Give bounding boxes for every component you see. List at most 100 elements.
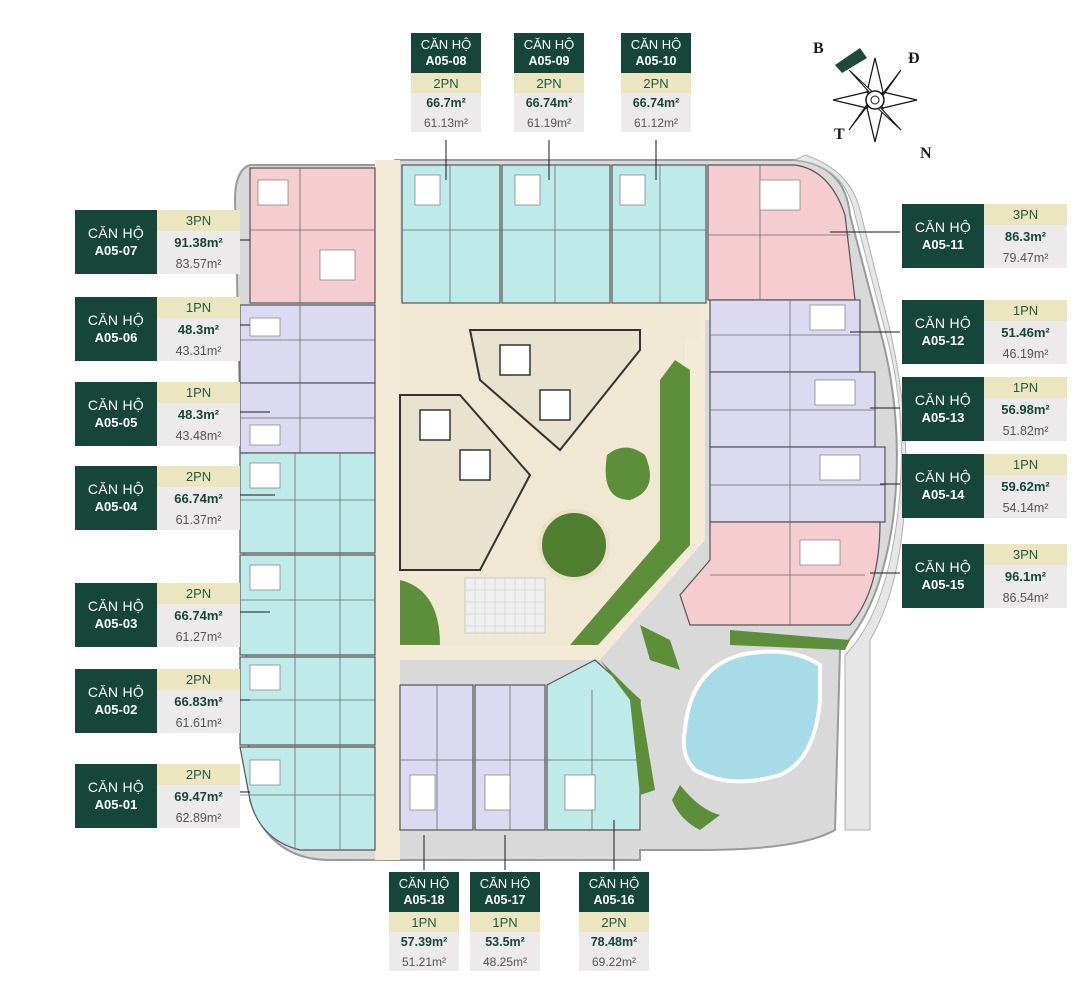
unit-label-gross-area: 57.39m²	[389, 932, 459, 952]
unit-label-gross-area: 66.7m²	[411, 93, 481, 113]
unit-label-type: 3PN	[984, 204, 1067, 225]
unit-label-A05-09: CĂN HỘ A05-09 2PN 66.74m² 61.19m²	[514, 33, 584, 132]
unit-label-net-area: 79.47m²	[984, 247, 1067, 268]
unit-label-title: CĂN HỘ	[87, 397, 145, 413]
unit-label-net-area: 46.19m²	[984, 343, 1067, 364]
unit-A05-15	[679, 521, 881, 626]
unit-label-gross-area: 53.5m²	[470, 932, 540, 952]
unit-label-net-area: 83.57m²	[157, 253, 240, 274]
compass-north-label: B	[813, 40, 824, 57]
unit-label-code: A05-06	[94, 330, 138, 345]
compass-south-label: N	[920, 145, 932, 162]
building-core	[399, 329, 641, 571]
unit-label-code: A05-02	[94, 702, 138, 717]
unit-label-type: 2PN	[157, 466, 240, 487]
unit-label-title: CĂN HỘ	[479, 876, 531, 891]
unit-label-gross-area: 59.62m²	[984, 475, 1067, 497]
unit-label-code: A05-11	[922, 237, 964, 252]
unit-label-gross-area: 48.3m²	[157, 403, 240, 425]
unit-label-net-area: 43.31m²	[157, 340, 240, 361]
unit-label-title: CĂN HỘ	[398, 876, 450, 891]
unit-label-title: CĂN HỘ	[914, 219, 972, 235]
unit-label-code: A05-07	[94, 243, 138, 258]
unit-label-type: 1PN	[984, 377, 1067, 398]
unit-label-net-area: 61.19m²	[514, 113, 584, 132]
unit-label-net-area: 69.22m²	[579, 952, 649, 971]
unit-label-code: A05-15	[921, 577, 965, 592]
unit-label-code: A05-14	[921, 487, 965, 502]
unit-label-gross-area: 96.1m²	[984, 565, 1067, 587]
unit-label-gross-area: 91.38m²	[157, 231, 240, 253]
unit-label-type: 2PN	[157, 669, 240, 690]
compass-icon	[832, 48, 918, 143]
unit-label-code: A05-08	[425, 54, 467, 68]
unit-label-gross-area: 51.46m²	[984, 321, 1067, 343]
unit-label-type: 1PN	[157, 297, 240, 318]
compass-east-label: Đ	[908, 50, 920, 67]
unit-label-code: A05-03	[94, 616, 138, 631]
unit-label-code: A05-13	[921, 410, 965, 425]
unit-label-gross-area: 66.74m²	[621, 93, 691, 113]
unit-label-gross-area: 66.74m²	[157, 487, 240, 509]
unit-label-code: A05-01	[94, 797, 138, 812]
terrace-right	[793, 154, 907, 831]
unit-label-gross-area: 66.74m²	[157, 604, 240, 626]
unit-label-gross-area: 66.74m²	[514, 93, 584, 113]
unit-label-title: CĂN HỘ	[87, 481, 145, 497]
unit-label-type: 2PN	[157, 764, 240, 785]
unit-label-title: CĂN HỘ	[914, 315, 972, 331]
unit-label-net-area: 43.48m²	[157, 425, 240, 446]
unit-label-net-area: 61.27m²	[157, 626, 240, 647]
unit-label-code: A05-04	[94, 499, 138, 514]
unit-A05-06	[239, 304, 376, 384]
swimming-pool	[681, 649, 822, 784]
compass-west-label: T	[834, 126, 845, 143]
unit-label-gross-area: 48.3m²	[157, 318, 240, 340]
room-walls	[240, 165, 885, 850]
unit-label-type: 1PN	[470, 912, 540, 932]
unit-label-net-area: 61.12m²	[621, 113, 691, 132]
unit-label-type: 2PN	[514, 73, 584, 93]
unit-label-net-area: 48.25m²	[470, 952, 540, 971]
unit-label-type: 2PN	[411, 73, 481, 93]
unit-label-code: A05-10	[635, 54, 677, 68]
unit-label-title: CĂN HỘ	[87, 225, 145, 241]
unit-label-net-area: 54.14m²	[984, 497, 1067, 518]
unit-label-type: 1PN	[157, 382, 240, 403]
unit-label-net-area: 51.21m²	[389, 952, 459, 971]
unit-label-title: CĂN HỘ	[87, 598, 145, 614]
unit-label-title: CĂN HỘ	[914, 392, 972, 408]
plaza-grid	[465, 578, 545, 633]
unit-label-net-area: 61.37m²	[157, 509, 240, 530]
unit-label-gross-area: 56.98m²	[984, 398, 1067, 420]
unit-label-type: 2PN	[621, 73, 691, 93]
unit-label-title: CĂN HỘ	[588, 876, 640, 891]
unit-label-net-area: 51.82m²	[984, 420, 1067, 441]
unit-label-gross-area: 69.47m²	[157, 785, 240, 807]
unit-label-title: CĂN HỘ	[914, 469, 972, 485]
unit-label-title: CĂN HỘ	[87, 312, 145, 328]
unit-label-gross-area: 86.3m²	[984, 225, 1067, 247]
unit-label-type: 3PN	[157, 210, 240, 231]
unit-label-net-area: 86.54m²	[984, 587, 1067, 608]
furniture	[249, 174, 861, 811]
unit-A05-18	[399, 684, 474, 831]
unit-label-title: CĂN HỘ	[523, 37, 575, 52]
unit-label-A05-10: CĂN HỘ A05-10 2PN 66.74m² 61.12m²	[621, 33, 691, 132]
unit-label-code: A05-16	[593, 893, 635, 907]
unit-label-code: A05-05	[94, 415, 138, 430]
unit-label-title: CĂN HỘ	[630, 37, 682, 52]
unit-label-net-area: 61.61m²	[157, 712, 240, 733]
unit-label-code: A05-09	[528, 54, 570, 68]
